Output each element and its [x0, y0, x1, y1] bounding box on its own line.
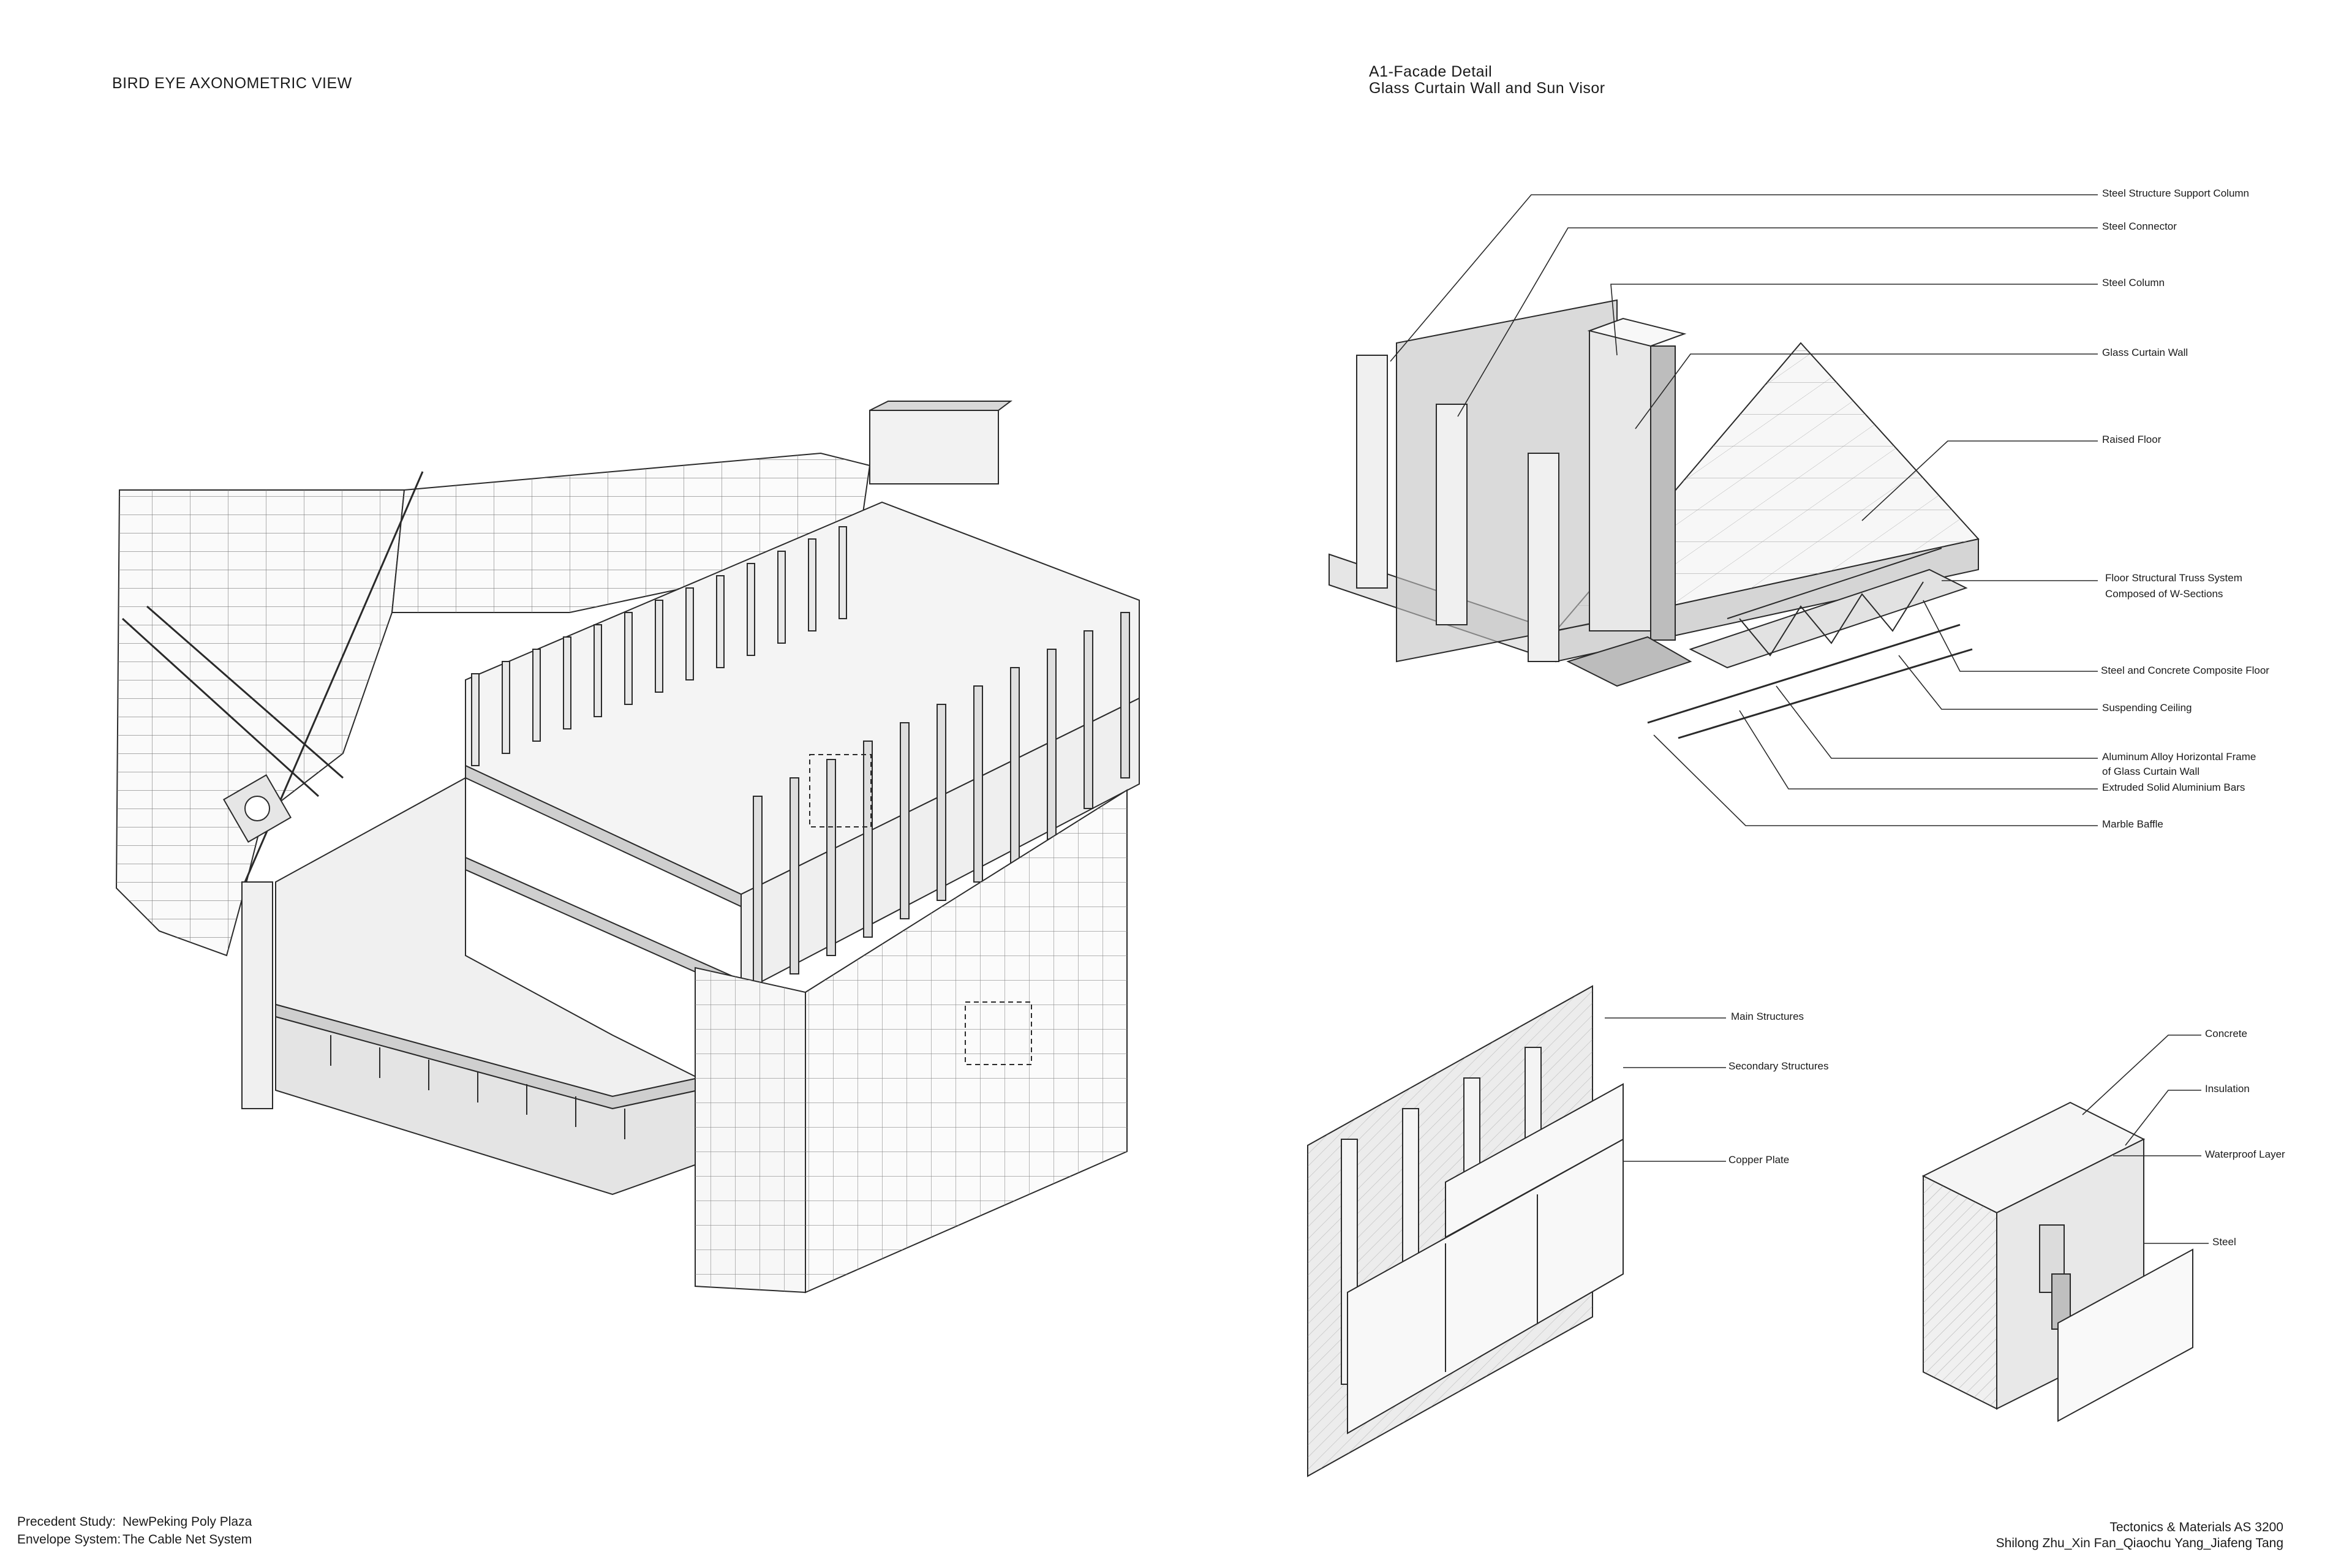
label-marble-baffle: Marble Baffle	[2102, 818, 2163, 830]
left-sheet-title: BIRD EYE AXONOMETRIC VIEW	[112, 75, 352, 92]
right-sheet-subtitle: Glass Curtain Wall and Sun Visor	[1369, 80, 1605, 97]
label-composite-floor: Steel and Concrete Composite Floor	[2101, 665, 2269, 676]
footer-study-value: NewPeking Poly Plaza	[123, 1515, 252, 1529]
right-sheet-title: A1-Facade Detail	[1369, 63, 1493, 80]
label-aluminum-frame-line1: Aluminum Alloy Horizontal Frame	[2102, 751, 2256, 763]
cable-knuckle-node	[222, 774, 292, 1109]
footer-study-label: Precedent Study:	[17, 1515, 116, 1529]
label-floor-truss-line2: Composed of W-Sections	[2105, 588, 2223, 600]
label-concrete: Concrete	[2205, 1028, 2247, 1039]
label-secondary-structures: Secondary Structures	[1728, 1060, 1829, 1072]
label-glass-curtain-wall: Glass Curtain Wall	[2102, 347, 2188, 358]
a1-leader-lines	[1390, 194, 2098, 826]
label-steel-structure-support-column: Steel Structure Support Column	[2102, 187, 2250, 199]
wall-section-drawing	[1921, 1035, 2209, 1422]
label-main-structures: Main Structures	[1731, 1011, 1804, 1022]
label-copper-plate: Copper Plate	[1728, 1154, 1790, 1166]
label-aluminum-frame-line2: of Glass Curtain Wall	[2102, 766, 2200, 777]
label-insulation: Insulation	[2205, 1083, 2250, 1095]
label-floor-truss-line1: Floor Structural Truss System	[2105, 572, 2242, 584]
label-waterproof-layer: Waterproof Layer	[2205, 1148, 2285, 1160]
label-extruded-bars: Extruded Solid Aluminium Bars	[2102, 782, 2245, 793]
footer-course: Tectonics & Materials AS 3200	[2109, 1520, 2283, 1534]
label-raised-floor: Raised Floor	[2102, 434, 2162, 445]
label-steel-column: Steel Column	[2102, 277, 2165, 288]
footer-envelope-value: The Cable Net System	[123, 1532, 252, 1547]
label-suspending-ceiling: Suspending Ceiling	[2102, 702, 2192, 714]
label-steel: Steel	[2212, 1236, 2236, 1248]
footer-authors: Shilong Zhu_Xin Fan_Qiaochu Yang_Jiafeng…	[1996, 1536, 2283, 1550]
footer-envelope-label: Envelope System:	[17, 1532, 121, 1547]
a1-facade-detail-drawing	[1329, 194, 2098, 826]
copper-plate-facade-drawing	[1307, 985, 1726, 1477]
stone-facade-block	[695, 789, 1128, 1294]
sun-visor-fin-band	[741, 612, 1140, 993]
bird-eye-axonometric-drawing	[115, 401, 1140, 1294]
label-steel-connector: Steel Connector	[2102, 221, 2177, 232]
building-slabs	[275, 401, 1140, 1196]
